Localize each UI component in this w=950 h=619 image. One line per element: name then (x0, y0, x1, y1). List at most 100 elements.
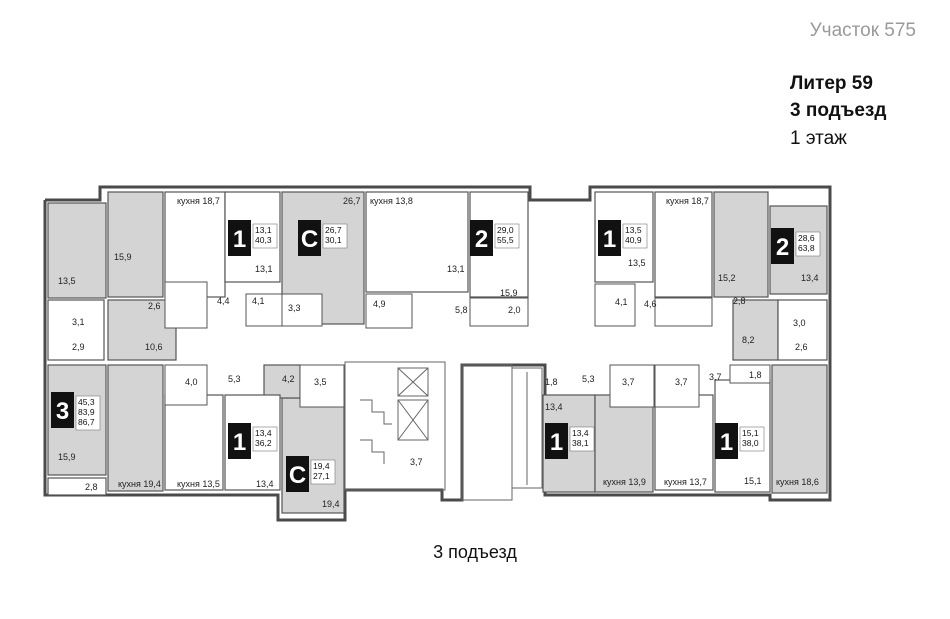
apartment-badge-a2: С 26,730,1 (298, 220, 348, 256)
room-count: 1 (720, 429, 733, 456)
badge-box (598, 220, 621, 256)
room-count: С (289, 462, 306, 489)
room-13-5 (47, 202, 107, 299)
room-label: 10,6 (145, 342, 163, 352)
room-label: 15,9 (58, 452, 76, 462)
gray-rooms (47, 191, 828, 514)
elevator-1 (397, 367, 429, 397)
room-label: 3,3 (288, 303, 301, 313)
apartment-area: 83,9 (78, 407, 95, 417)
apartment-area: 30,1 (325, 235, 342, 245)
badge-box (715, 423, 738, 459)
room-hall-8-2 (732, 299, 779, 361)
room-count: 2 (475, 226, 488, 253)
room-label: 4,2 (282, 374, 295, 384)
room-label: 4,6 (644, 299, 657, 309)
room-label: 13,5 (58, 276, 76, 286)
badge-box (51, 392, 74, 428)
room-label: 2,8 (85, 482, 98, 492)
apartment-area: 27,1 (313, 471, 330, 481)
room-kitchen-18-6 (771, 364, 828, 494)
white-rooms (47, 191, 828, 496)
apartment-area: 13,5 (625, 225, 642, 235)
badge-box (470, 220, 493, 256)
room-label: 3,7 (410, 457, 423, 467)
room-count: 1 (550, 429, 563, 456)
apartment-area: 38,0 (742, 438, 759, 448)
room-label: 15,2 (718, 273, 736, 283)
elevator-2 (397, 399, 429, 441)
room-count: 1 (233, 226, 246, 253)
room-15-2 (713, 191, 769, 298)
room-label: 1,8 (749, 370, 762, 380)
room-label: 13,1 (447, 264, 465, 274)
badge-box (286, 456, 309, 492)
room-label: 3,1 (72, 317, 85, 327)
apartment-area: 55,5 (497, 235, 514, 245)
room-label: 15,1 (744, 476, 762, 486)
room-label: 4,9 (373, 299, 386, 309)
room-label: 15,9 (114, 252, 132, 262)
room-label: 3,7 (709, 372, 722, 382)
room-label: 3,7 (622, 377, 635, 387)
apartment-area: 29,0 (497, 225, 514, 235)
room-label: 26,7 (343, 196, 361, 206)
apartment-area: 19,4 (313, 461, 330, 471)
room-label: кухня 13,9 (603, 477, 646, 487)
room-label: 3,0 (793, 318, 806, 328)
room-label: 5,8 (455, 305, 468, 315)
room-label: 4,1 (615, 297, 628, 307)
area-box (622, 223, 648, 249)
room-label: 15,9 (500, 288, 518, 298)
bathrooms (164, 281, 771, 408)
badge-box (228, 220, 251, 256)
room-label: 13,4 (545, 402, 563, 412)
room-studio-26-7 (281, 191, 365, 325)
apartment-area: 63,8 (798, 243, 815, 253)
apartment-area: 13,4 (572, 428, 589, 438)
room-4-2 (263, 364, 301, 399)
area-box (494, 223, 520, 249)
apartment-badge-a5: 2 28,663,8 (771, 228, 821, 264)
room-label: 8,2 (742, 335, 755, 345)
apartment-badge-a3: 2 29,055,5 (470, 220, 520, 256)
room-count: 2 (776, 234, 789, 261)
room-label: 13,4 (256, 479, 274, 489)
building-walls (43, 185, 832, 522)
area-box (795, 231, 821, 257)
room-label: 4,4 (217, 296, 230, 306)
room-19-4 (281, 397, 345, 514)
room-label: 5,3 (582, 374, 595, 384)
room-label: 2,6 (795, 342, 808, 352)
room-label: кухня 13,5 (177, 479, 220, 489)
apartment-area: 86,7 (78, 417, 95, 427)
room-label: 3,5 (314, 377, 327, 387)
room-label: 2,9 (72, 342, 85, 352)
badge-box (298, 220, 321, 256)
room-label: кухня 19,4 (118, 479, 161, 489)
floor-number: 1 этаж (790, 128, 847, 149)
apartment-area: 45,3 (78, 397, 95, 407)
apartment-area: 26,7 (325, 225, 342, 235)
room-count: 1 (233, 429, 246, 456)
room-count: 3 (56, 398, 69, 425)
room-label: 4,0 (185, 377, 198, 387)
room-count: С (301, 226, 318, 253)
room-label: 2,0 (508, 305, 521, 315)
room-label: кухня 13,8 (370, 196, 413, 206)
apartment-badge-a8: С 19,427,1 (286, 456, 336, 492)
room-label: 4,1 (252, 296, 265, 306)
room-label: 13,1 (255, 264, 273, 274)
area-box (252, 426, 278, 452)
room-label: кухня 18,7 (666, 196, 709, 206)
badge-box (545, 423, 568, 459)
area-box (739, 426, 765, 452)
apartment-area: 28,6 (798, 233, 815, 243)
